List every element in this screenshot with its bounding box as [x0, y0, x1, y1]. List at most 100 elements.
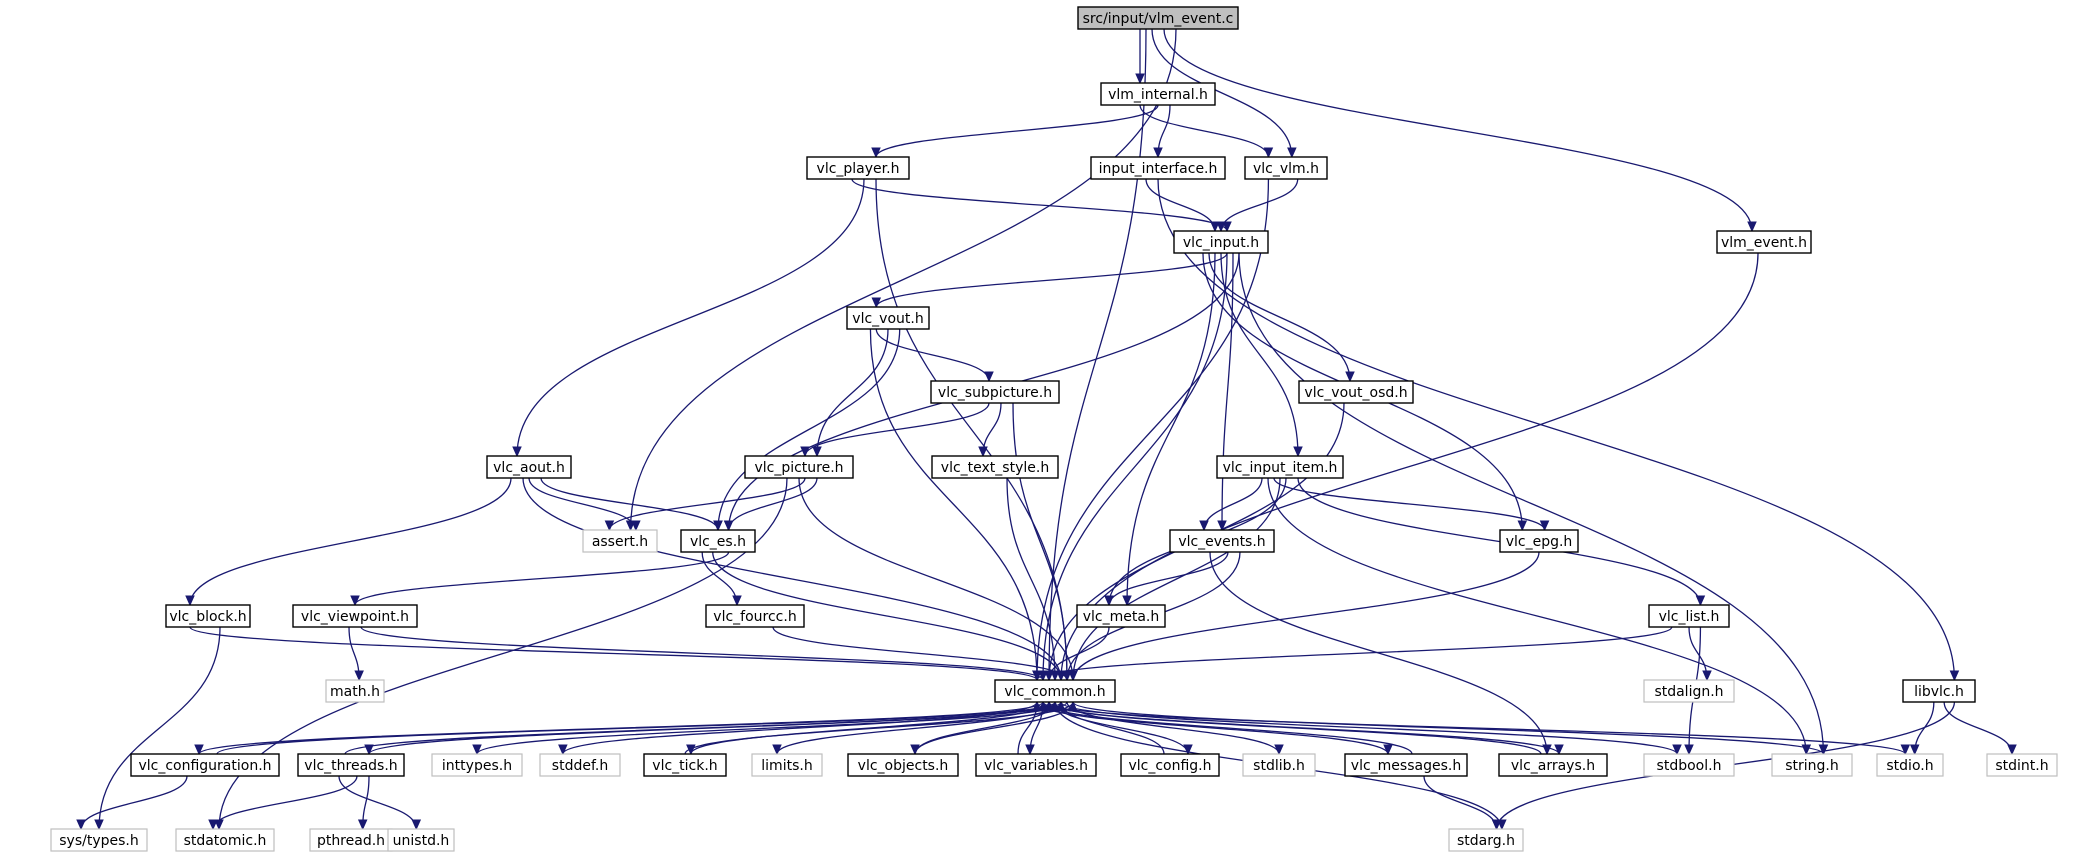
node-label: vlc_input.h — [1183, 235, 1259, 251]
node-vlc-picture-h[interactable]: vlc_picture.h — [744, 455, 854, 479]
edge-vlc-input-to-vlc-common — [1042, 252, 1228, 681]
arrowhead-libvlc-to-stdio — [1909, 744, 1920, 756]
node-box — [1499, 529, 1579, 553]
node-box — [1090, 156, 1226, 180]
node-vlc-vout-osd-h[interactable]: vlc_vout_osd.h — [1298, 380, 1414, 404]
edge-vlc-picture-to-vlc-common — [798, 477, 1074, 681]
node-vlc-epg-h[interactable]: vlc_epg.h — [1499, 529, 1579, 553]
node-box — [1643, 679, 1735, 703]
node-libvlc-h[interactable]: libvlc.h — [1902, 679, 1976, 703]
node-label: vlc_vlm.h — [1253, 161, 1319, 177]
node-vlc-common-h[interactable]: vlc_common.h — [994, 679, 1116, 703]
node-vlc-threads-h[interactable]: vlc_threads.h — [297, 753, 405, 777]
arrowhead-vlc-input-to-vlc-vout — [871, 297, 882, 309]
node-box — [130, 753, 280, 777]
arrowhead-vlc-list-to-stdalign — [1702, 670, 1712, 682]
edge-vlc-input-to-vlc-events — [1221, 252, 1234, 531]
arrowhead-vlc-common-to-vlc-arrays — [1554, 744, 1564, 756]
edge-vlc-block-to-sys-types — [98, 626, 221, 830]
node-vlc-block-h[interactable]: vlc_block.h — [165, 604, 251, 628]
edge-vlc-threads-to-stdatomic — [212, 775, 358, 830]
node-stdatomic-h: stdatomic.h — [175, 828, 275, 852]
arrowhead-libvlc-to-stdint — [2007, 744, 2017, 756]
node-vlc-vlm-h[interactable]: vlc_vlm.h — [1244, 156, 1328, 180]
node-label: vlc_input_item.h — [1223, 460, 1338, 476]
node-vlc-viewpoint-h[interactable]: vlc_viewpoint.h — [292, 604, 418, 628]
edge-vlm-internal-to-vlc-player — [875, 104, 1159, 158]
node-label: stdio.h — [1886, 758, 1933, 774]
edge-vlc-threads-to-vlc-common — [344, 701, 1062, 755]
edge-vlc-input-to-vlc-meta — [1126, 252, 1216, 606]
node-label: limits.h — [761, 758, 812, 774]
arrowhead-vlc-player-to-vlc-input — [1222, 221, 1232, 233]
node-vlc-objects-h[interactable]: vlc_objects.h — [847, 753, 959, 777]
node-label: vlc_threads.h — [304, 758, 397, 774]
node-label: inttypes.h — [442, 758, 512, 774]
node-vlm-event-h[interactable]: vlm_event.h — [1716, 230, 1812, 254]
node-vlc-text-style-h[interactable]: vlc_text_style.h — [931, 455, 1059, 479]
edge-vlc-vout-to-vlc-picture — [816, 328, 889, 457]
node-label: vlc_tick.h — [652, 758, 717, 774]
node-input-interface-h[interactable]: input_interface.h — [1090, 156, 1226, 180]
arrowhead-vlc-input-to-vlc-input-item — [1293, 446, 1303, 458]
edge-vlc-input-item-to-vlc-events — [1203, 477, 1263, 531]
edge-vlc-es-to-vlc-fourcc — [701, 551, 738, 606]
edge-vlc-vout-to-vlc-es — [717, 328, 901, 531]
node-vlc-config-h[interactable]: vlc_config.h — [1120, 753, 1220, 777]
node-box — [930, 380, 1060, 404]
node-box — [1077, 6, 1239, 30]
node-label: string.h — [1785, 758, 1839, 774]
arrowhead-vlc-events-to-vlc-meta — [1104, 595, 1114, 607]
node-vlc-messages-h[interactable]: vlc_messages.h — [1344, 753, 1468, 777]
node-box — [1643, 753, 1735, 777]
node-vlc-arrays-h[interactable]: vlc_arrays.h — [1498, 753, 1608, 777]
edge-vlc-aout-to-vlc-common — [522, 477, 1062, 681]
node-vlc-input-h[interactable]: vlc_input.h — [1173, 230, 1269, 254]
arrowhead-vlc-common-to-string — [1818, 744, 1829, 756]
node-label: vlc_subpicture.h — [938, 385, 1052, 401]
edge-vlc-subpicture-to-vlc-common — [1012, 402, 1068, 681]
node-box — [751, 753, 823, 777]
edge-root-to-vlc-vlm — [1151, 28, 1293, 158]
node-vlc-vout-h[interactable]: vlc_vout.h — [846, 306, 930, 330]
edge-vlm-event-to-vlc-common — [1060, 252, 1759, 681]
arrowhead-vlc-vout-to-vlc-subpicture — [984, 371, 994, 383]
node-vlc-list-h[interactable]: vlc_list.h — [1648, 604, 1730, 628]
node-box — [165, 604, 251, 628]
node-stdint-h: stdint.h — [1986, 753, 2058, 777]
node-vlc-fourcc-h[interactable]: vlc_fourcc.h — [705, 604, 805, 628]
node-box — [1648, 604, 1730, 628]
edge-vlc-es-to-vlc-common — [712, 551, 1062, 681]
node-vlm-internal-h[interactable]: vlm_internal.h — [1100, 82, 1216, 106]
node-vlc-player-h[interactable]: vlc_player.h — [806, 156, 910, 180]
node-vlc-events-h[interactable]: vlc_events.h — [1169, 529, 1275, 553]
edge-vlc-input-item-to-string — [1267, 477, 1807, 755]
node-box — [486, 455, 572, 479]
node-vlc-subpicture-h[interactable]: vlc_subpicture.h — [930, 380, 1060, 404]
node-src-input-vlm-event-c[interactable]: src/input/vlm_event.c — [1077, 6, 1239, 30]
arrowhead-vlm-internal-to-vlc-player — [871, 147, 881, 159]
node-box — [1120, 753, 1220, 777]
arrowhead-vlc-common-to-stdbool — [1672, 744, 1682, 756]
edge-root-to-vlm-event — [1163, 28, 1753, 232]
node-label: vlc_variables.h — [984, 758, 1088, 774]
node-vlc-es-h[interactable]: vlc_es.h — [680, 529, 756, 553]
node-label: vlc_vout_osd.h — [1304, 385, 1407, 401]
node-vlc-configuration-h[interactable]: vlc_configuration.h — [130, 753, 280, 777]
dependency-edges — [76, 28, 2017, 831]
node-label: src/input/vlm_event.c — [1083, 11, 1234, 27]
node-vlc-meta-h[interactable]: vlc_meta.h — [1076, 604, 1166, 628]
arrowhead-vlc-threads-to-unistd — [411, 819, 422, 831]
node-box — [387, 828, 455, 852]
node-vlc-aout-h[interactable]: vlc_aout.h — [486, 455, 572, 479]
arrowhead-vlc-input-item-to-string — [1801, 744, 1812, 756]
node-vlc-input-item-h[interactable]: vlc_input_item.h — [1216, 455, 1344, 479]
edge-vlc-input-item-to-vlc-list — [1297, 477, 1702, 606]
node-vlc-tick-h[interactable]: vlc_tick.h — [643, 753, 727, 777]
node-stdbool-h: stdbool.h — [1643, 753, 1735, 777]
arrowhead-vlm-internal-to-input-interface — [1153, 147, 1163, 159]
edge-vlc-aout-to-vlc-es — [540, 477, 719, 531]
node-vlc-variables-h[interactable]: vlc_variables.h — [975, 753, 1097, 777]
node-string-h: string.h — [1771, 753, 1853, 777]
